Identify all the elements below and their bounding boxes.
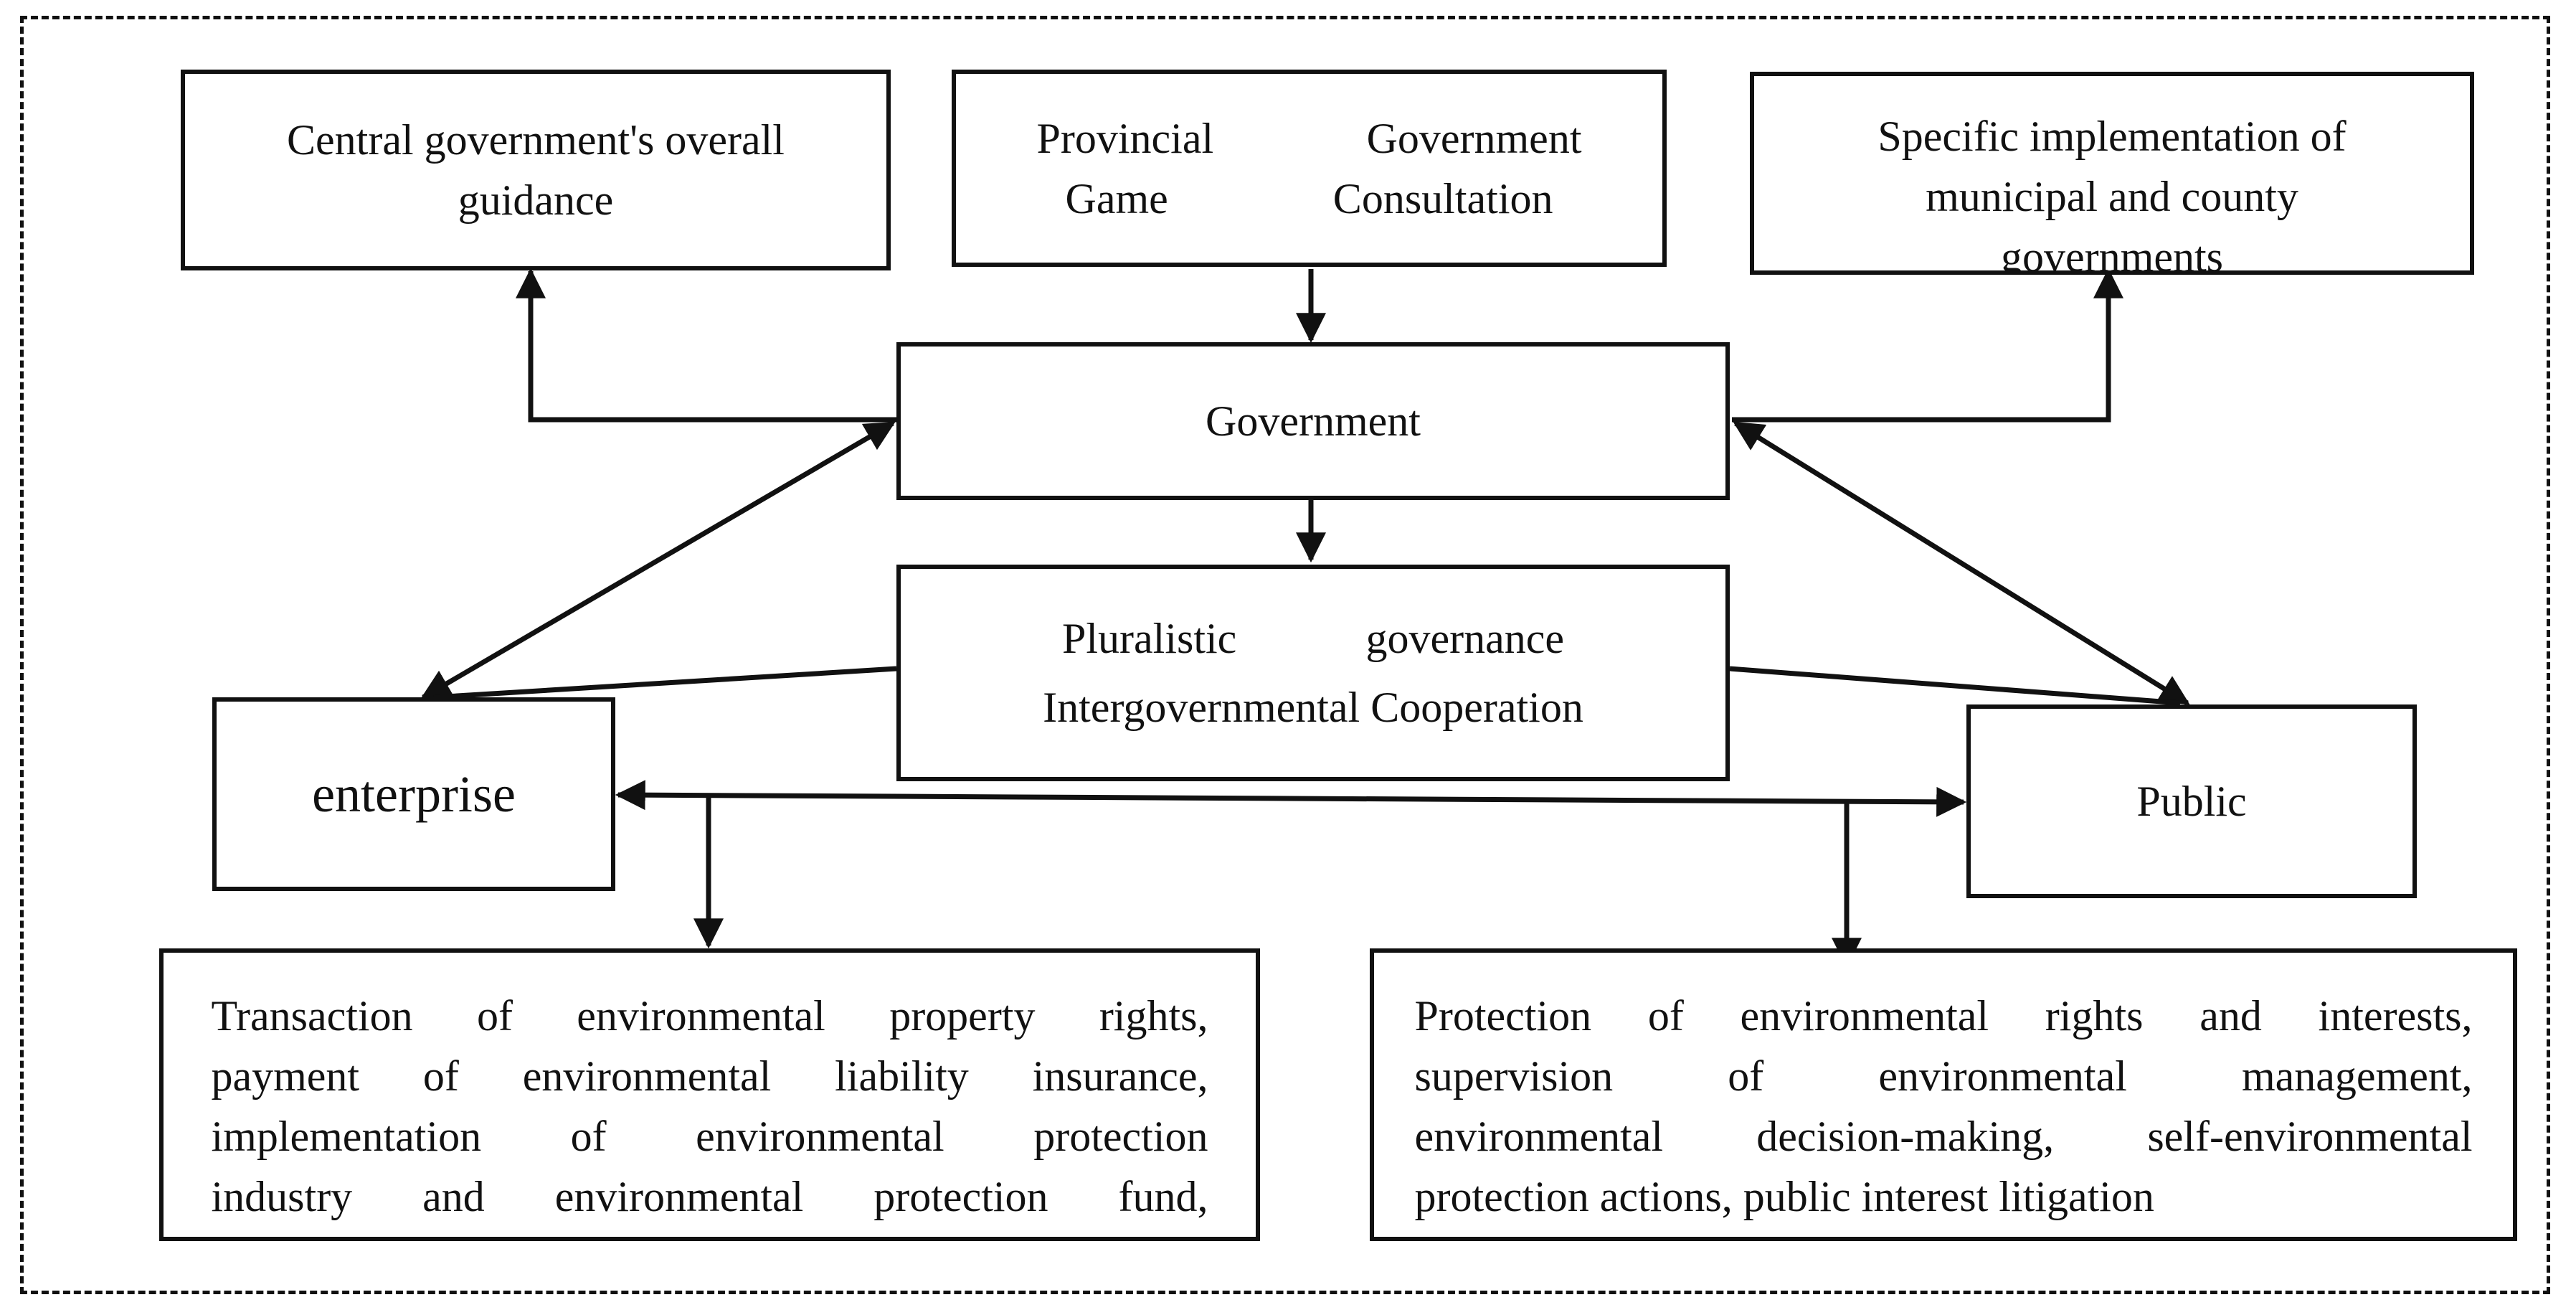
government-box: Government [896, 342, 1730, 500]
arrow-government-to-central [516, 268, 896, 423]
enterprise-label: enterprise [312, 765, 516, 823]
central-line-2: guidance [458, 176, 614, 224]
enterprise-actions-line-3: implementation of environmental protecti… [211, 1113, 1208, 1160]
enterprise-box: enterprise [212, 697, 615, 891]
pluralistic-line-1: Pluralistic governance [1062, 615, 1564, 662]
public-actions-line-2: supervision of environmental management, [1414, 1052, 2473, 1100]
municipal-line-3: governments [2001, 233, 2223, 275]
municipal-line-1: Specific implementation of [1877, 113, 2347, 160]
enterprise-actions-line-1: Transaction of environmental property ri… [211, 992, 1208, 1040]
link-pluralistic-enterprise [433, 666, 897, 700]
link-pluralistic-public [1729, 666, 2181, 706]
public-box: Public [1966, 704, 2417, 898]
arrow-government-enterprise [420, 420, 896, 700]
arrow-government-public [1733, 421, 2190, 705]
public-actions-line-3: environmental decision-making, self-envi… [1414, 1113, 2473, 1160]
public-actions-line-1: Protection of environmental rights and i… [1414, 992, 2473, 1040]
enterprise-actions-box: Transaction of environmental property ri… [159, 948, 1260, 1241]
enterprise-actions-line-4: industry and environmental protection fu… [211, 1173, 1208, 1220]
municipal-county-box: Specific implementation of municipal and… [1750, 72, 2474, 275]
central-line-1: Central government's overall [287, 116, 785, 164]
diagram-frame [20, 16, 2550, 1294]
central-government-box: Central government's overall guidance [181, 70, 891, 270]
provincial-government-box: Provincial Government Game Consultation [952, 70, 1667, 267]
public-actions-line-4: protection actions, public interest liti… [1414, 1173, 2154, 1220]
arrow-enterprise-public [615, 780, 1967, 817]
enterprise-actions-line-2: payment of environmental liability insur… [211, 1052, 1208, 1100]
pluralistic-line-2: Intergovernmental Cooperation [1043, 684, 1583, 731]
provincial-line-2: Game Consultation [1065, 174, 1553, 222]
government-label: Government [1206, 397, 1421, 445]
public-actions-box: Protection of environmental rights and i… [1370, 948, 2517, 1241]
arrow-government-to-municipal [1732, 268, 2123, 423]
public-label: Public [2136, 778, 2247, 825]
municipal-line-2: municipal and county [1926, 173, 2298, 220]
pluralistic-governance-box: Pluralistic governance Intergovernmental… [896, 565, 1730, 781]
provincial-line-1: Provincial Government [1036, 114, 1582, 162]
